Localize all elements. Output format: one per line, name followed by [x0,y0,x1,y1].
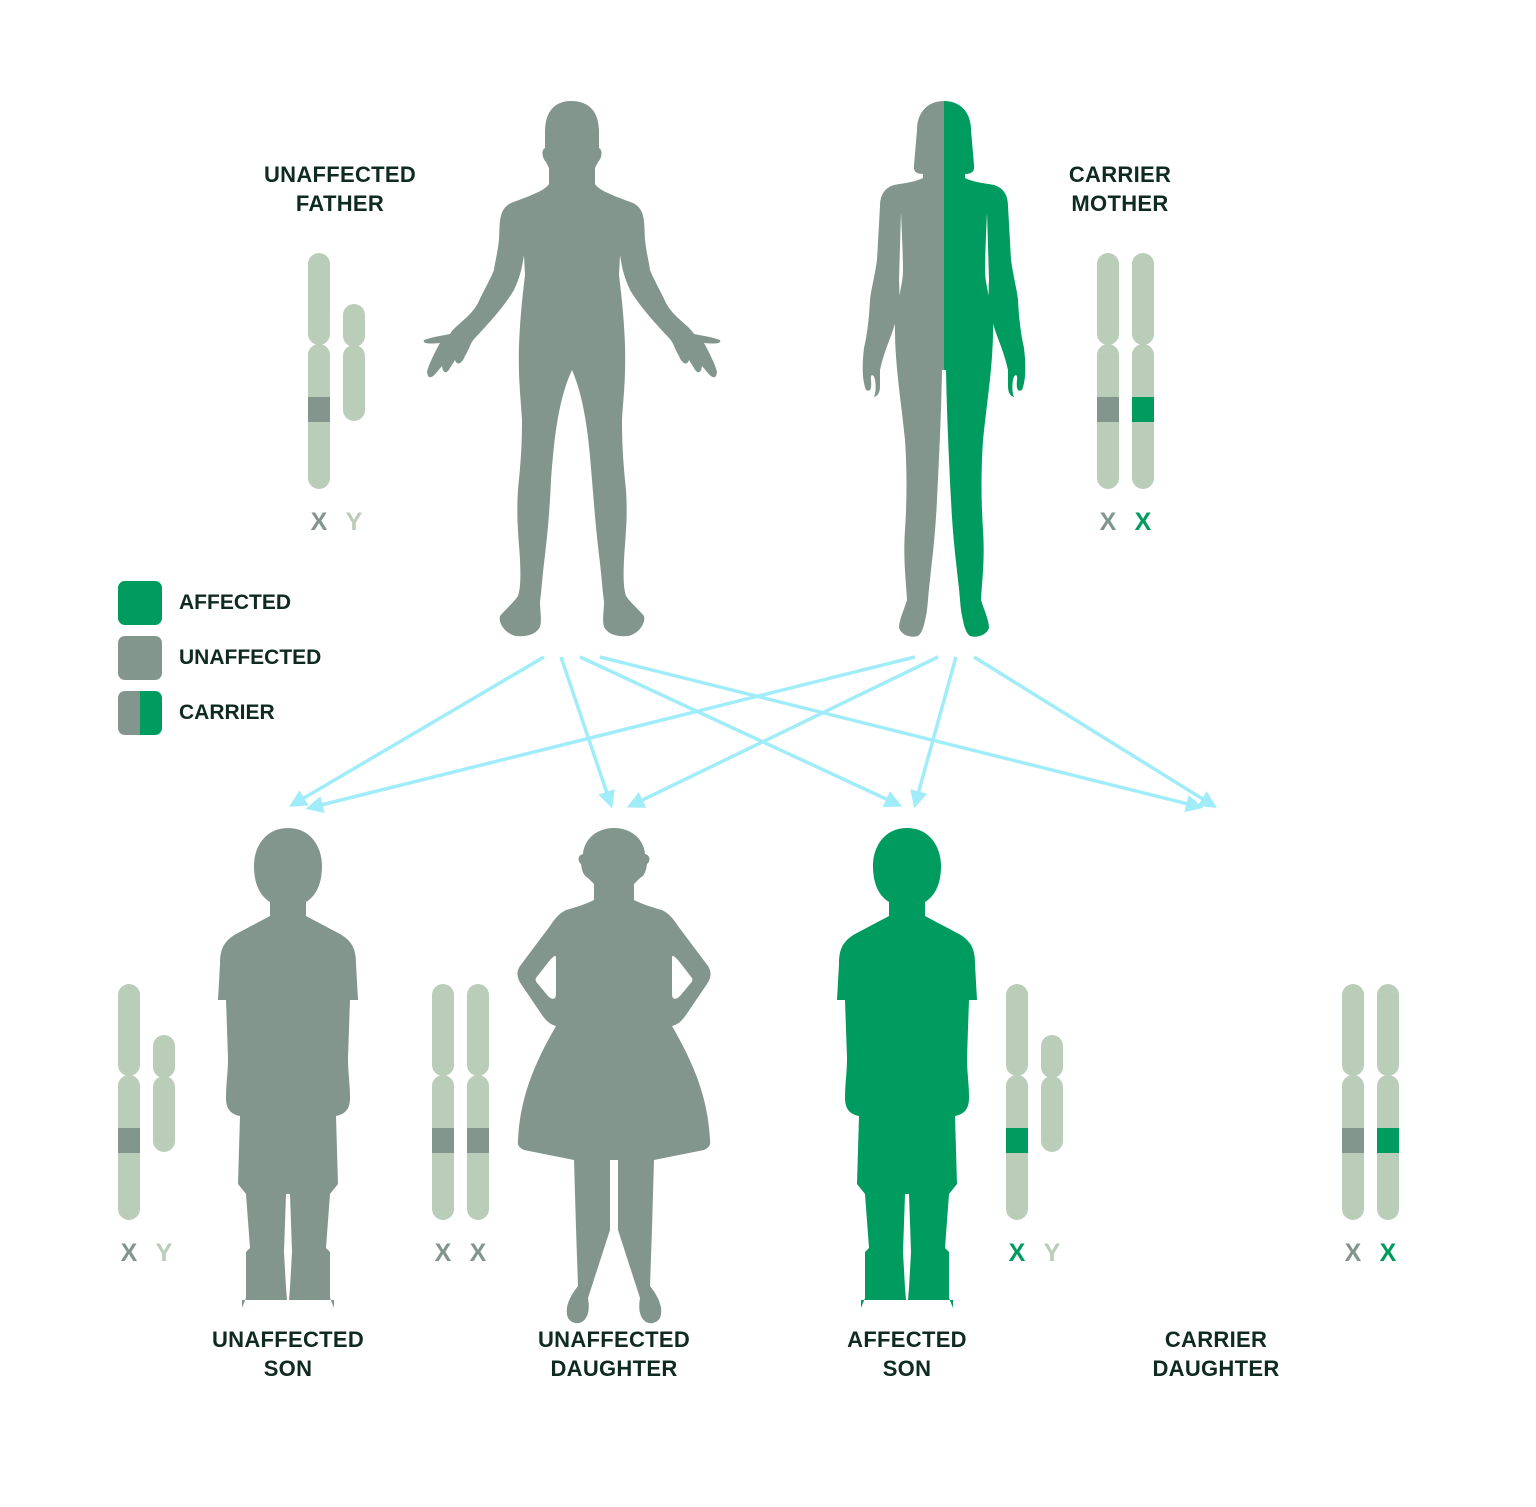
affected-swatch-icon [118,580,162,625]
child-label-line1: CARRIER [1164,1327,1268,1352]
legend-item-carrier: CARRIER [118,685,321,740]
chromosome-label: X [470,1239,487,1267]
legend-label: UNAFFECTED [179,645,322,669]
chromosome-label: X [1345,1239,1362,1267]
unaffected-daughter-silhouette-icon [517,828,711,1324]
unaffected-son-label: UNAFFECTED SON [188,1325,388,1383]
child-label-line2: SON [882,1356,932,1381]
child-label-line1: UNAFFECTED [211,1327,365,1352]
father-label: UNAFFECTED FATHER [250,160,430,218]
affected-son-label: AFFECTED SON [807,1325,1007,1383]
carrier-swatch-icon [118,690,162,735]
arrow-father-to-unaffected-son [288,655,545,807]
chromosome-label: X [121,1239,138,1267]
x-chromosome-icon: X [467,984,489,1267]
child-label-line1: AFFECTED [847,1327,967,1352]
y-chromosome-icon: Y [153,1035,175,1267]
chromosome-label: Y [1044,1239,1061,1267]
arrow-mother-to-carrier-daughter [973,655,1217,808]
father-label-line1: UNAFFECTED [263,162,417,187]
chromosome-label: X [1009,1239,1026,1267]
child-label-line1: UNAFFECTED [537,1327,691,1352]
child-label-line2: DAUGHTER [1152,1356,1280,1381]
x-chromosome-icon: X [1097,253,1119,536]
mother-label: CARRIER MOTHER [1050,160,1190,218]
legend-item-unaffected: UNAFFECTED [118,630,321,685]
legend-item-affected: AFFECTED [118,575,321,630]
chromosome-label: Y [156,1239,173,1267]
inheritance-arrows [288,655,1217,814]
chromosome-label: Y [346,508,363,536]
unaffected-daughter-label: UNAFFECTED DAUGHTER [514,1325,714,1383]
legend: AFFECTED UNAFFECTED CARRIER [118,575,321,740]
mother-label-line2: MOTHER [1071,191,1169,216]
x-chromosome-icon: X [432,984,454,1267]
affected-son-silhouette-icon [837,828,977,1308]
y-chromosome-icon: Y [1041,1035,1063,1267]
x-chromosome-icon: X [1377,984,1399,1267]
father-silhouette-icon [423,101,721,637]
arrow-father-to-carrier-daughter [599,655,1204,813]
arrow-father-to-affected-son [579,655,903,808]
arrow-mother-to-unaffected-son [305,655,916,814]
father-label-line2: FATHER [295,191,385,216]
child-label-line2: SON [263,1356,313,1381]
legend-label: CARRIER [179,700,275,724]
arrow-mother-to-unaffected-daughter [626,655,939,808]
y-chromosome-icon: Y [343,304,365,536]
unaffected-swatch-icon [118,635,162,680]
mother-label-line1: CARRIER [1068,162,1172,187]
legend-label: AFFECTED [179,590,291,614]
chromosome-label: X [311,508,328,536]
mother-silhouette-icon [862,101,1026,637]
chromosome-label: X [1380,1239,1397,1267]
arrow-father-to-unaffected-daughter [559,656,615,809]
chromosome-label: X [1100,508,1117,536]
x-chromosome-icon: X [1132,253,1154,536]
arrow-mother-to-affected-son [910,656,958,809]
x-chromosome-icon: X [118,984,140,1267]
chromosome-label: X [1135,508,1152,536]
chromosome-label: X [435,1239,452,1267]
x-chromosome-icon: X [308,253,330,536]
child-label-line2: DAUGHTER [550,1356,678,1381]
carrier-daughter-label: CARRIER DAUGHTER [1116,1325,1316,1383]
unaffected-son-silhouette-icon [218,828,358,1308]
carrier-daughter-silhouette-icon [1119,828,1312,1323]
x-chromosome-icon: X [1342,984,1364,1267]
x-chromosome-icon: X [1006,984,1028,1267]
